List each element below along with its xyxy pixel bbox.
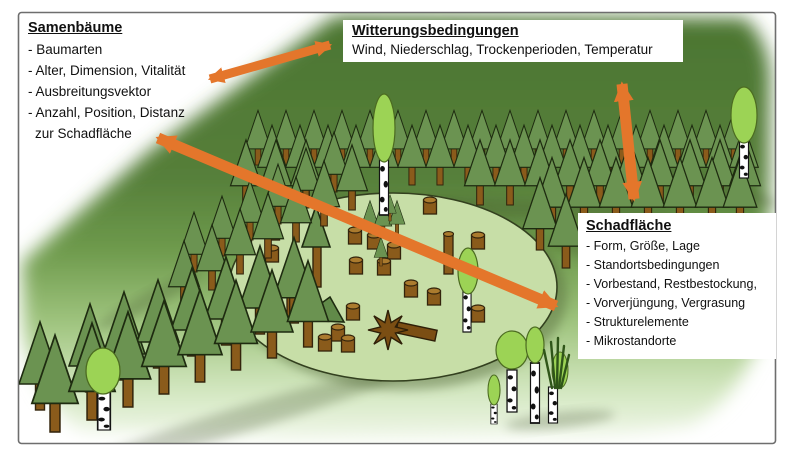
schadflaeche-item: - Standortsbedingungen [586,258,720,272]
samenbaeume-item: - Baumarten [28,42,103,57]
samenbaeume-item-continuation: zur Schadfläche [35,126,132,141]
tree-stump [426,287,442,306]
tree-stump [470,231,486,250]
samenbaeume-item: - Anzahl, Position, Distanz [28,105,185,120]
tree-stump [340,334,356,353]
tree-stump [347,226,363,245]
schadflaeche-item: - Mikrostandorte [586,334,677,348]
samenbaeume-item: - Alter, Dimension, Vitalität [28,63,186,78]
schadflaeche-item: - Form, Größe, Lage [586,239,700,253]
samenbaeume-box: Samenbäume - Baumarten - Alter, Dimensio… [28,20,233,144]
birch-right-edge [730,86,758,179]
witterung-title: Witterungsbedingungen [352,23,519,39]
witterung-body: Wind, Niederschlag, Trockenperioden, Tem… [352,42,653,57]
samenbaeume-item: - Ausbreitungsvektor [28,84,152,99]
schadflaeche-item: - Vorbestand, Restbestockung, [586,277,757,291]
schadflaeche-title: Schadfläche [586,218,672,234]
arrow-samenbaeume-witterung [207,40,333,84]
birch-bottom-left [85,347,121,431]
uprooted-log [367,309,438,351]
witterungsbedingungen-box: Witterungsbedingungen Wind, Niederschlag… [343,20,683,62]
birch-group-bottom-right [487,326,571,425]
schadflaeche-box: Schadfläche - Form, Größe, Lage - Stando… [578,213,776,359]
tree-stump [422,196,438,215]
tree-stump [470,304,486,323]
tree-stump [348,256,364,275]
schadflaeche-item: - Vorverjüngung, Vergrasung [586,296,746,310]
samenbaeume-title: Samenbäume [28,20,123,36]
arrow-witterung-schadflaeche [613,81,643,202]
arrow-samenbaeume-schadflaeche [155,132,559,312]
schadflaeche-item: - Strukturelemente [586,315,689,329]
tree-stump [317,333,333,352]
tree-stump [345,302,361,321]
shadow-streak [505,410,615,430]
grass-tuft [542,336,571,390]
tree-stump [403,279,419,298]
shadow-streak [67,365,413,443]
